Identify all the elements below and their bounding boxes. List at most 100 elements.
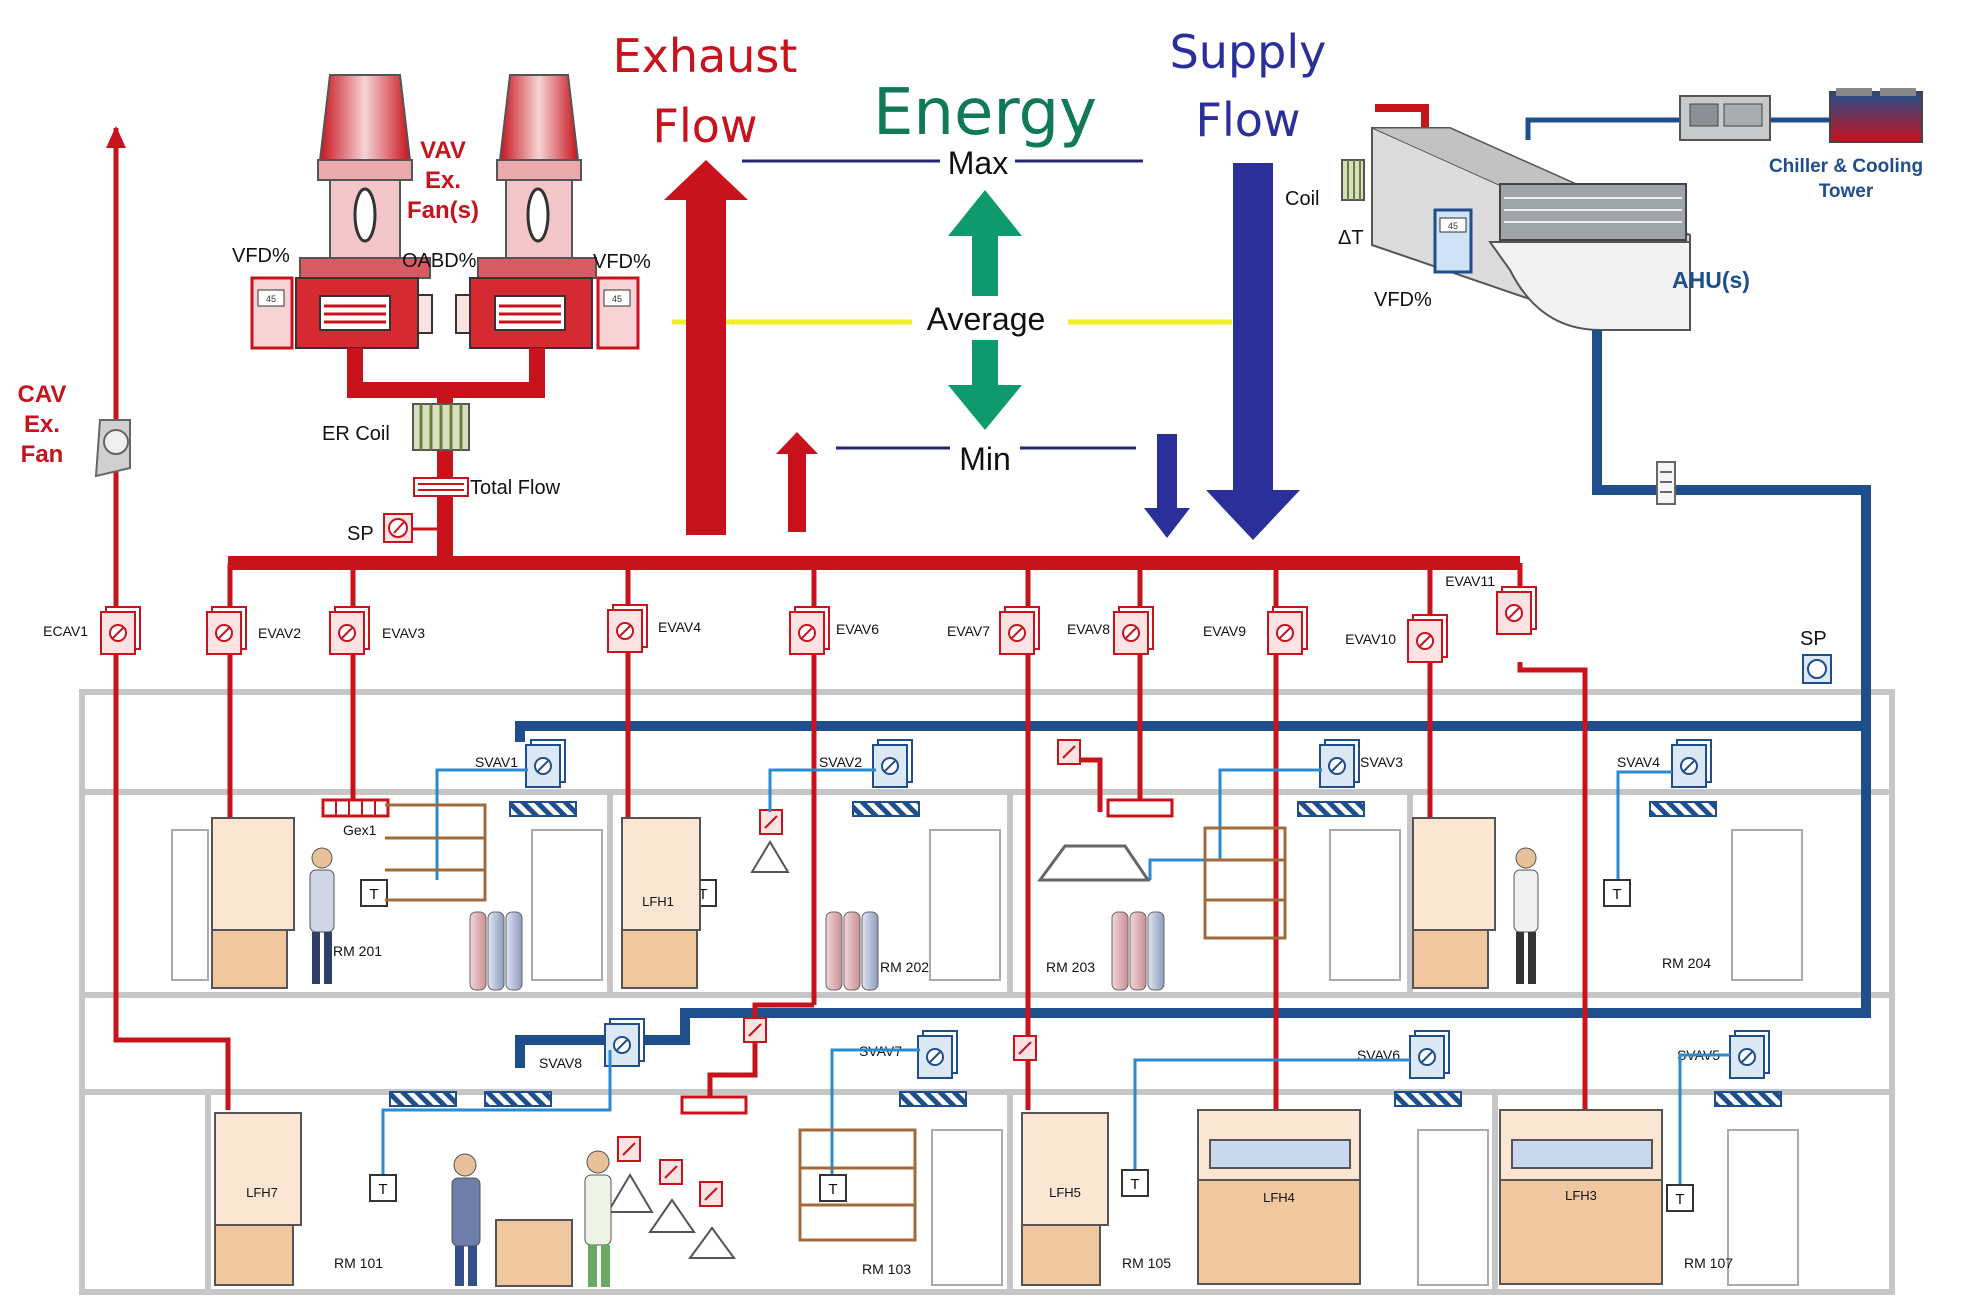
max-label: Max (948, 145, 1008, 181)
fume-hoods (211, 817, 1663, 1286)
er-coil-label: ER Coil (322, 423, 390, 445)
exhaust-grille-rm101 (680, 1095, 748, 1115)
exhaust-vav-box: EVAV3 (329, 606, 425, 655)
fan-stack-left (318, 74, 412, 161)
snorkel-hood (688, 1226, 736, 1259)
vav-fans-label-2: Ex. (425, 167, 461, 194)
chiller-label-2: Tower (1819, 181, 1874, 202)
supply-title-line1: Supply (1170, 25, 1327, 79)
snorkel-hood (606, 1173, 654, 1213)
supply-diffuser (852, 801, 920, 817)
fume-hood-label: LFH1 (642, 894, 674, 909)
supply-diffuser (509, 801, 577, 817)
exhaust-vav-box: EVAV4 (607, 604, 701, 653)
lab-workers (309, 847, 1539, 1287)
supply-vav-box: SVAV1 (475, 739, 566, 788)
room-label: RM 107 (1684, 1255, 1733, 1271)
exhaust-damper (743, 1017, 767, 1043)
room-label: RM 202 (880, 959, 929, 975)
gas-shelves (385, 803, 1287, 1242)
energy-panel: Exhaust Flow Energy Supply Flow Max Aver… (613, 25, 1327, 540)
supply-diffuser (1297, 801, 1365, 817)
thermostats (360, 879, 1694, 1212)
supply-vav-box: SVAV2 (819, 739, 913, 788)
sp-exhaust-label: SP (347, 523, 374, 545)
exhaust-vav-label: EVAV9 (1203, 623, 1246, 639)
vfd-left (250, 276, 294, 350)
fan-stack-right (498, 74, 580, 161)
exhaust-grille-gex1 (321, 798, 390, 818)
supply-vav-box: SVAV7 (859, 1030, 958, 1079)
exhaust-vav-label: EVAV8 (1067, 621, 1110, 637)
cooling-tower (1829, 91, 1923, 143)
supply-diffuser (1714, 1091, 1782, 1107)
room-label: RM 204 (1662, 955, 1711, 971)
vav-fans-label-3: Fan(s) (407, 197, 479, 224)
exhaust-vav-box: EVAV2 (206, 606, 301, 655)
energy-down-arrow (948, 340, 1022, 430)
fume-hood-label: LFH5 (1049, 1185, 1081, 1200)
exhaust-vav-label: EVAV11 (1445, 573, 1495, 589)
exhaust-vav-label: EVAV4 (658, 619, 701, 635)
supply-diffuser (484, 1091, 552, 1107)
vfd-left-label: VFD% (232, 245, 290, 267)
room-label: RM 203 (1046, 959, 1095, 975)
exhaust-vav-label: EVAV2 (258, 625, 301, 641)
vav-fans-label-1: VAV (420, 137, 466, 164)
exhaust-vav-label: EVAV10 (1345, 631, 1396, 647)
supply-diffuser (1649, 801, 1717, 817)
supply-diffuser (899, 1091, 967, 1107)
exhaust-vav-box: EVAV9 (1203, 606, 1308, 655)
gas-cylinders (469, 911, 1165, 991)
exhaust-vav-box: EVAV8 (1067, 606, 1154, 655)
exhaust-vav-box: EVAV7 (947, 606, 1040, 655)
total-flow-station (413, 477, 469, 497)
room-contents: Gex1 (171, 768, 1803, 1287)
fume-hood-label: LFH3 (1565, 1188, 1597, 1203)
canopy-hood-rm203 (1037, 844, 1151, 882)
supply-vav-label: SVAV4 (1617, 754, 1660, 770)
room-label: RM 105 (1122, 1255, 1171, 1271)
fume-hood-label: LFH7 (246, 1185, 278, 1200)
exhaust-damper (699, 1181, 723, 1207)
ahu-filter (1499, 183, 1687, 241)
delta-t-label: ΔT (1338, 227, 1364, 249)
cav-fan-label-3: Fan (21, 441, 64, 468)
gex1-label: Gex1 (343, 822, 377, 838)
supply-vav-box: SVAV6 (1357, 1030, 1450, 1079)
coil-label: Coil (1285, 188, 1319, 210)
doors (171, 829, 1803, 1286)
exhaust-vav-label: ECAV1 (43, 623, 88, 639)
thermostat-label: T (1612, 886, 1621, 903)
ahu-label: AHU(s) (1672, 267, 1750, 293)
supply-vav-label: SVAV8 (539, 1055, 582, 1071)
exhaust-vav-box: EVAV10 (1345, 614, 1448, 663)
snorkel-hood (648, 1198, 696, 1233)
vfd-right (596, 276, 640, 350)
person (451, 1153, 481, 1286)
supply-min-arrow (1144, 434, 1190, 538)
exhaust-vav-label: EVAV6 (836, 621, 879, 637)
vfd-right-label: VFD% (593, 251, 651, 273)
vfd-ahu-label: VFD% (1374, 289, 1432, 311)
lab-bench (495, 1219, 573, 1287)
sp-supply-label: SP (1800, 628, 1827, 650)
supply-vav-box: SVAV3 (1319, 739, 1403, 788)
exhaust-damper (659, 1159, 683, 1185)
snorkel-hood (750, 840, 790, 873)
exhaust-damper (617, 1136, 641, 1162)
supply-diffuser (389, 1091, 457, 1107)
exhaust-damper (1057, 739, 1081, 765)
thermostat-label: T (1675, 1191, 1684, 1208)
room-label: RM 201 (333, 943, 382, 959)
exhaust-vav-box: ECAV1 (43, 606, 141, 655)
min-label: Min (959, 441, 1011, 477)
thermostat-label: T (378, 1181, 387, 1198)
exhaust-max-arrow (664, 160, 748, 535)
svg-text:45: 45 (612, 294, 622, 304)
exhaust-vav-box: EVAV6 (789, 606, 879, 655)
supply-main-duct (515, 330, 1871, 1068)
supply-vav-box: SVAV4 (1617, 739, 1712, 788)
